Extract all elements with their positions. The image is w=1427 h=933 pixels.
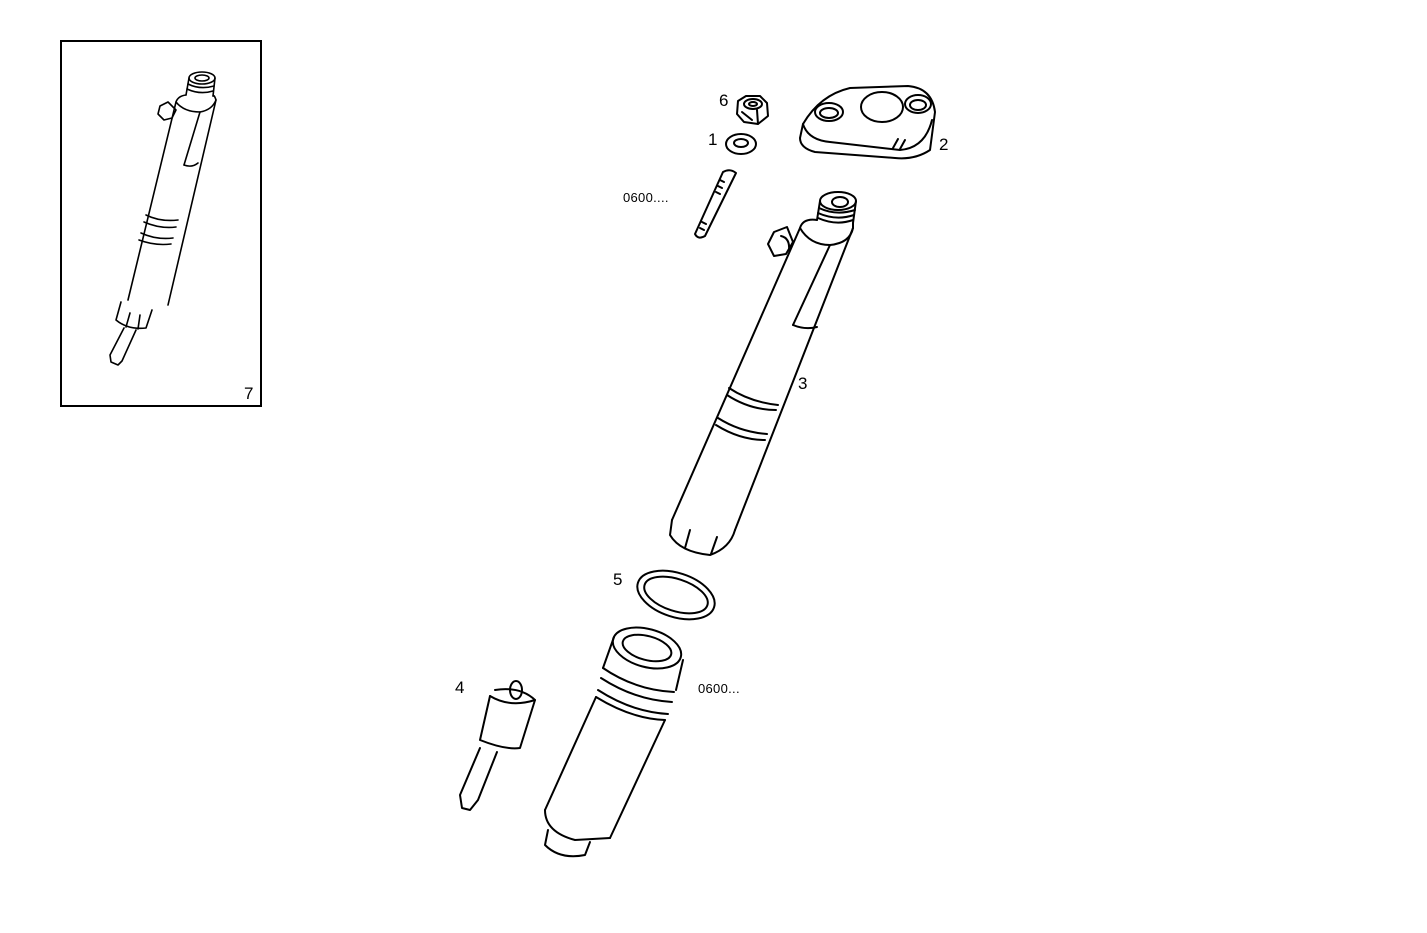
callout-6: 6 — [719, 91, 729, 110]
nut-drawing — [736, 95, 769, 125]
retaining-sleeve-drawing — [544, 626, 684, 858]
callout-sleeve: 0600... — [698, 681, 740, 696]
callout-7: 7 — [244, 384, 254, 403]
washer-drawing — [725, 133, 757, 155]
callout-5: 5 — [613, 570, 623, 589]
clamp-flange-drawing — [799, 85, 936, 160]
inset-injector-drawing — [109, 71, 217, 366]
sealing-ring-drawing — [636, 569, 716, 621]
inset-assembled-view — [60, 40, 262, 407]
stud-drawing — [694, 169, 737, 239]
nozzle-drawing — [459, 680, 536, 811]
callout-stud: 0600.... — [623, 190, 669, 205]
injector-body-drawing — [669, 191, 857, 556]
callout-3: 3 — [798, 374, 808, 393]
callout-4: 4 — [455, 678, 465, 697]
callout-1: 1 — [708, 130, 718, 149]
callout-2: 2 — [939, 135, 949, 154]
